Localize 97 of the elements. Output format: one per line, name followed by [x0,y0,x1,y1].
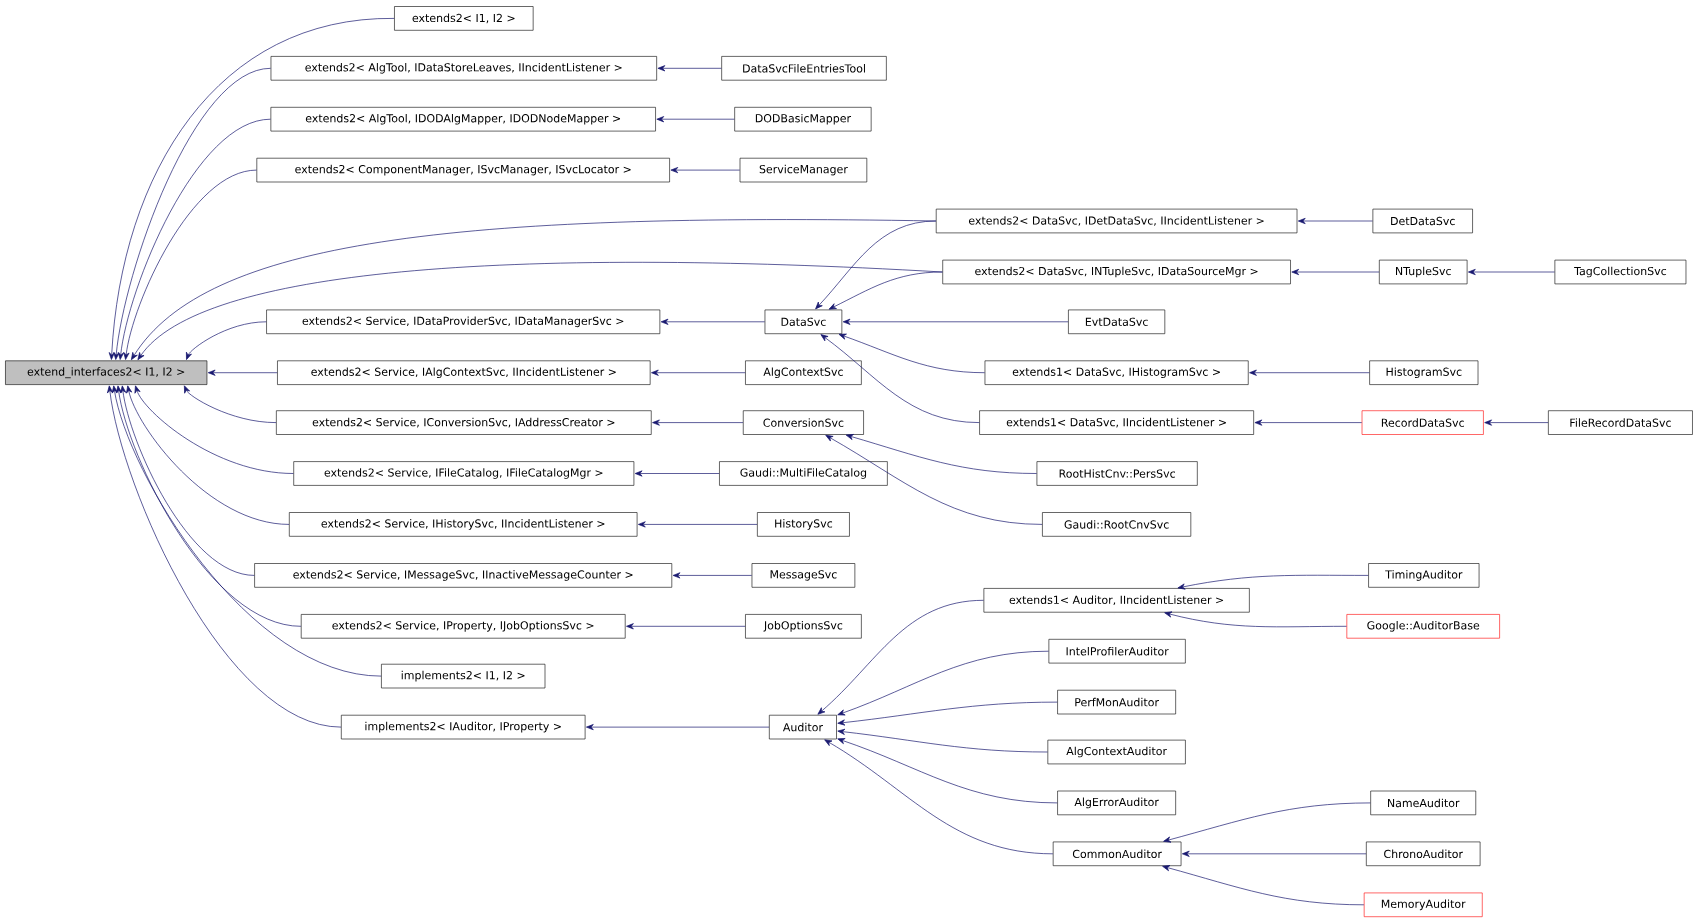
class-box: RecordDataSvc [1361,410,1484,435]
class-box: HistogramSvc [1369,360,1479,385]
class-box: RootHistCnv::PersSvc [1036,461,1198,486]
class-box: extends1< Auditor, IIncidentListener > [983,588,1250,613]
arrow [186,321,267,360]
class-box: extends1< DataSvc, IHistogramSvc > [984,360,1249,385]
class-box: MessageSvc [751,563,856,588]
arrow [1249,369,1370,376]
class-box: extends2< Service, IMessageSvc, IInactiveMessageCounter > [254,563,673,588]
class-box: extends2< ComponentManager, ISvcManager, ISvcLocator > [256,157,670,183]
arrow [845,434,1037,474]
arrow [126,385,290,525]
class-box: AlgContextSvc [745,360,862,385]
class-box: Google::AuditorBase [1346,614,1500,639]
class-box: ChronoAuditor [1366,841,1481,866]
class-box: AlgContextAuditor [1047,739,1186,765]
arrow [123,169,257,360]
arrow [1177,574,1369,590]
class-box: extends2< DataSvc, IDetDataSvc, IIncidentListener > [935,208,1298,234]
arrow [207,369,278,376]
arrow [670,167,741,174]
class-box: DataSvc [764,309,843,334]
class-box: extends2< Service, IProperty, IJobOptionsSvc > [300,614,626,639]
arrow [657,65,722,72]
class-box: extends2< Service, IAlgContextSvc, IIncidentListener > [277,360,651,385]
class-box: DetDataSvc [1372,208,1473,234]
class-box: EvtDataSvc [1068,309,1166,334]
class-box: DataSvcFileEntriesTool [721,56,887,81]
class-box: IntelProfilerAuditor [1048,639,1186,664]
arrow [837,738,1058,804]
class-box: extends1< DataSvc, IIncidentListener > [979,410,1254,435]
class-box: TimingAuditor [1368,563,1480,588]
class-box: NameAuditor [1370,790,1477,816]
arrow [828,271,943,310]
class-box: HistorySvc [757,512,850,537]
class-box: MemoryAuditor [1363,892,1483,917]
class-box: CommonAuditor [1052,841,1182,866]
arrow [837,701,1058,726]
class-box: implements2< IAuditor, IProperty > [341,714,586,740]
arrow [586,724,770,731]
arrow [652,419,744,426]
class-box: JobOptionsSvc [745,614,862,639]
arrow [824,739,1054,855]
class-box: NTupleSvc [1379,259,1468,285]
arrow [1163,802,1371,843]
class-box: PerfMonAuditor [1057,689,1176,715]
class-box: extends2< Service, IHistorySvc, IIncidentListener > [289,512,638,537]
class-box: extends2< AlgTool, IDataStoreLeaves, IIncidentListener > [270,56,657,81]
class-box: TagCollectionSvc [1554,259,1687,285]
class-box: AlgErrorAuditor [1057,790,1176,816]
arrow [120,385,255,576]
class-box: extends2< Service, IFileCatalog, IFileCatalogMgr > [293,461,635,486]
arrow [134,385,294,474]
arrow [108,18,395,360]
arrow [651,369,746,376]
arrow [1182,850,1367,857]
arrow [111,385,382,677]
arrow [820,334,980,423]
arrow [825,434,1043,525]
arrow [113,67,271,360]
arrow [1162,865,1365,906]
class-box: FileRecordDataSvc [1548,410,1693,435]
arrow [1164,611,1347,628]
arrow [656,116,735,123]
arrow [815,220,937,310]
arrow [107,385,342,728]
arrow [660,318,765,325]
arrow [837,728,1048,753]
arrow [626,623,746,630]
arrow [1254,419,1363,426]
class-box: extends2< Service, IConversionSvc, IAddressCreator > [276,410,652,435]
class-box: DODBasicMapper [734,107,872,132]
class-box: implements2< I1, I2 > [381,663,546,689]
class-box: Gaudi::MultiFileCatalog [719,461,888,486]
arrow [838,333,985,374]
class-box: extends2< I1, I2 > [394,6,534,31]
class-box: ConversionSvc [742,410,864,435]
class-box: extends2< Service, IDataProviderSvc, IDataManagerSvc > [266,309,661,334]
arrow [842,318,1069,325]
class-box: extends2< DataSvc, INTupleSvc, IDataSourceMgr > [942,259,1291,285]
arrow [115,385,302,627]
class-box: extend_interfaces2< I1, I2 > [5,360,208,385]
arrow [1291,268,1380,276]
arrow [634,470,720,477]
arrow [817,599,984,715]
arrow [184,385,277,423]
arrow [672,572,752,579]
class-box: ServiceManager [739,157,868,183]
arrow [638,521,758,528]
arrow [837,650,1049,716]
arrow [1484,419,1549,426]
arrow [117,118,271,360]
class-box: Gaudi::RootCnvSvc [1042,512,1192,537]
class-box: Auditor [769,714,837,740]
class-box: extends2< AlgTool, IDODAlgMapper, IDODNodeMapper > [270,107,656,132]
arrow [1297,217,1373,225]
arrow [1468,268,1555,276]
